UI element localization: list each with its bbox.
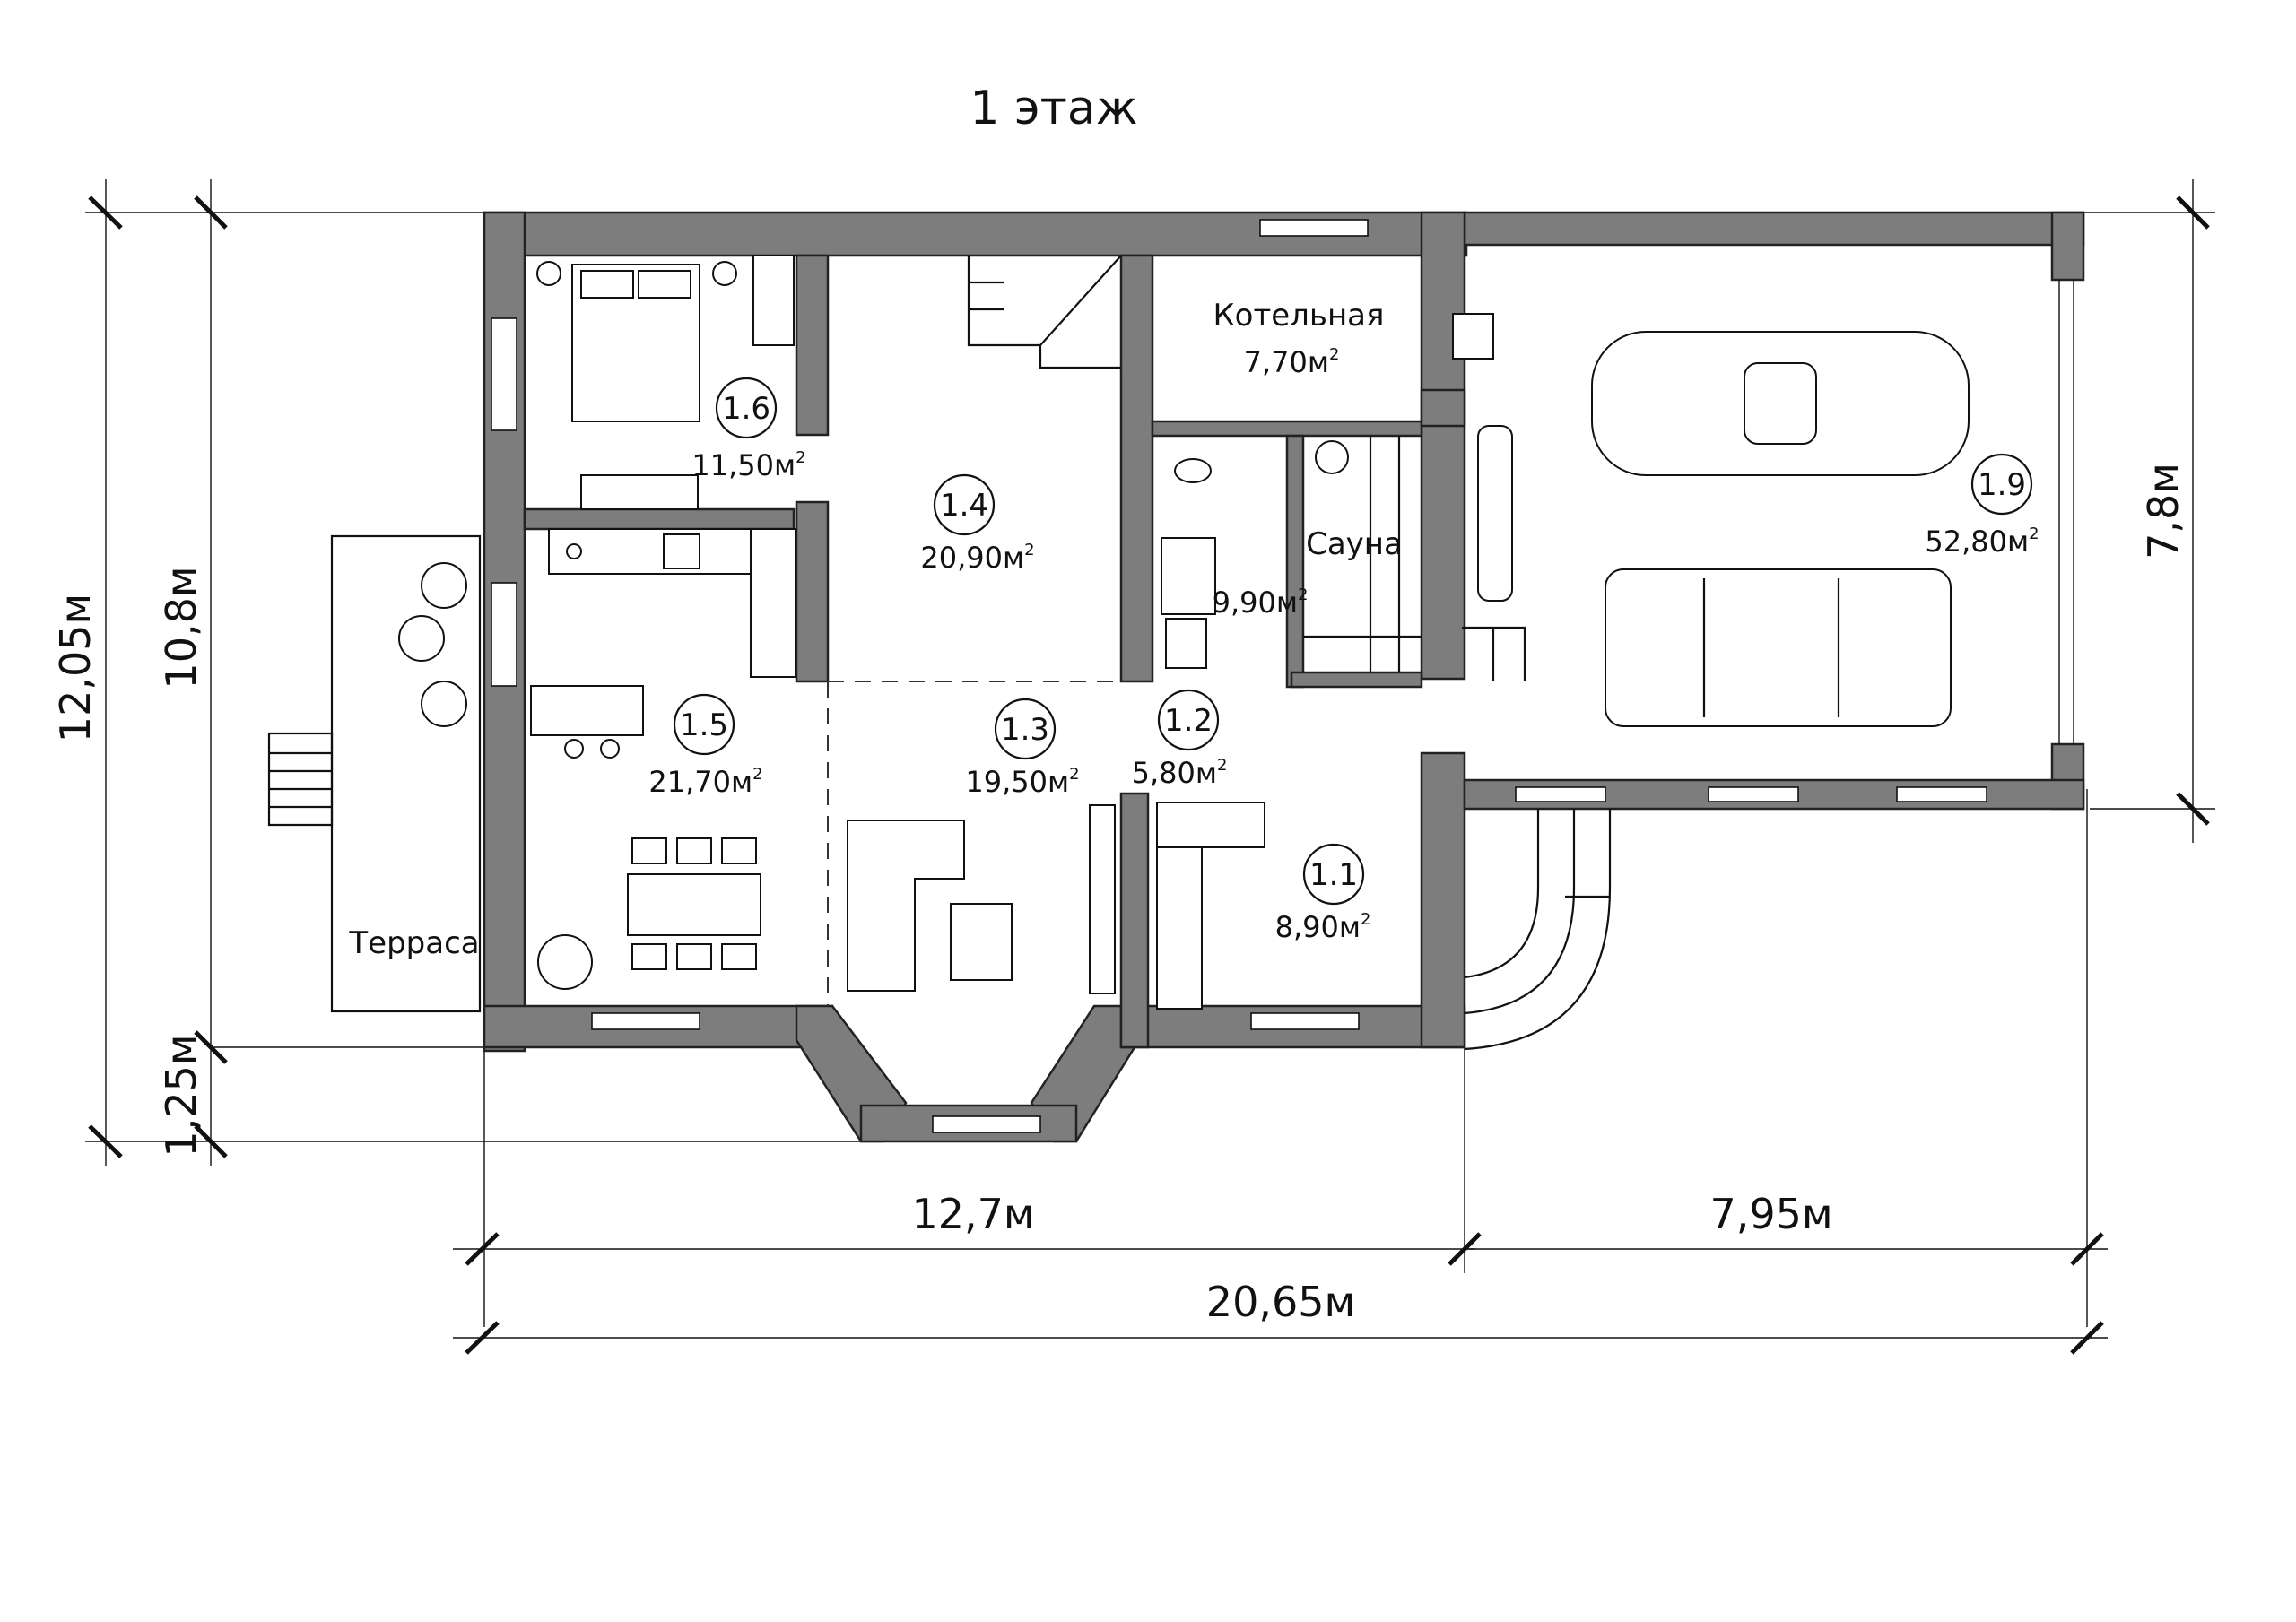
furniture (267, 255, 1970, 1051)
room-area: 20,90м2 (920, 541, 1034, 575)
room-area: 21,70м2 (648, 765, 762, 799)
boiler-room-label: Котельная (1213, 298, 1385, 334)
room-number: 1.6 (722, 391, 770, 427)
boiler-room-area: 7,70м2 (1244, 345, 1340, 379)
dim-height-garage: 7,8м (2139, 463, 2187, 559)
dimension-lines (85, 179, 2215, 1355)
room-number: 1.4 (940, 488, 988, 524)
car-suv (1605, 568, 1952, 727)
dim-width-left: 12,7м (911, 1190, 1034, 1238)
motorcycle (1477, 425, 1513, 602)
dim-width-right: 7,95м (1709, 1190, 1832, 1238)
stair-flight (967, 255, 1122, 369)
windows (491, 219, 2074, 1133)
room-area: 11,50м2 (691, 448, 805, 482)
room-number: 1.3 (1001, 712, 1049, 748)
dim-width-total: 20,65м (1206, 1278, 1355, 1326)
room-number: 1.5 (680, 707, 728, 743)
room-number: 1.1 (1309, 857, 1358, 893)
room-markers (673, 377, 2033, 906)
terrace-label: Терраса (348, 925, 479, 961)
dim-height-main: 10,8м (157, 566, 205, 689)
room-area: 8,90м2 (1275, 910, 1371, 944)
room-number: 1.9 (1978, 467, 2026, 503)
sauna-label: Сауна (1306, 526, 1403, 562)
room-area: 52,80м2 (1925, 525, 2039, 559)
dim-height-porch: 1,25м (157, 1034, 205, 1157)
entrance-steps (1464, 809, 1612, 1051)
room-area: 19,50м2 (965, 765, 1079, 799)
floor-title: 1 этаж (970, 82, 1137, 135)
room-area: 5,80м2 (1132, 756, 1228, 790)
dim-height-total: 12,05м (51, 594, 100, 742)
room-number: 1.2 (1164, 703, 1213, 739)
sauna-area: 9,90м2 (1213, 585, 1309, 620)
